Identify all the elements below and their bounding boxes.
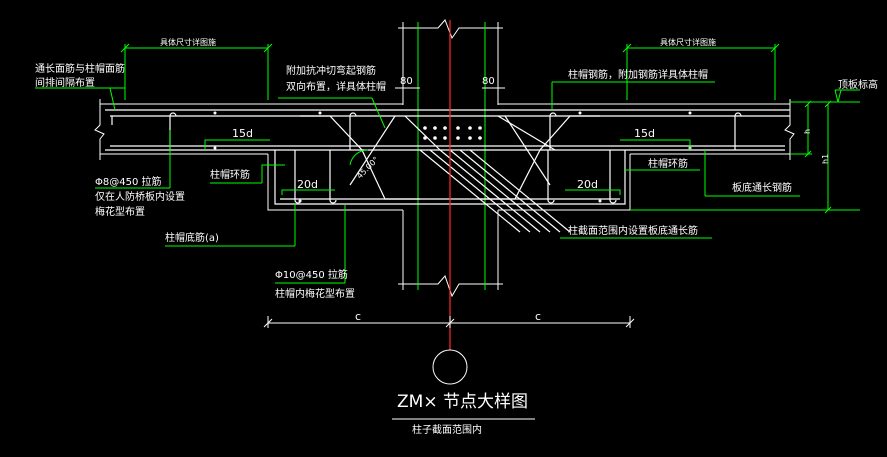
detail-subtitle: 柱子截面范围内 [412, 423, 482, 436]
slab-top-elevation: 顶板标高 [838, 78, 878, 91]
leader-cap-bottom [165, 203, 296, 247]
top-dimension-left [120, 43, 273, 100]
bent-up-bars [300, 115, 600, 200]
leader-tie-b [275, 205, 346, 284]
note-top-bars-1: 通长面筋与柱帽面筋 [35, 62, 125, 75]
note-cap-ring-right: 柱帽环筋 [648, 157, 688, 170]
dim-80-left: 80 [400, 76, 413, 87]
detail-title: ZM× 节点大样图 [397, 392, 528, 412]
note-slab-bottom: 板底通长钢筋 [732, 181, 792, 194]
slab-outline [94, 99, 795, 160]
column-vertical-bars [417, 22, 486, 290]
length-15d-right: 15d [634, 127, 655, 140]
note-tie-a-3: 梅花型布置 [95, 205, 145, 218]
leader-bent-bars [278, 97, 386, 129]
note-tie-b-2: 柱帽内梅花型布置 [275, 287, 355, 300]
column-cap-outline [267, 154, 631, 211]
column-outline [398, 19, 503, 298]
leader-tie-a [95, 130, 171, 189]
anchor-length-marks [204, 139, 691, 195]
note-bent-bars-1: 附加抗冲切弯起钢筋 [286, 64, 376, 77]
tie-hooks [169, 112, 742, 204]
note-tie-a-2: 仅在人防桥板内设置 [95, 190, 185, 203]
note-cap-ring-left: 柱帽环筋 [210, 168, 250, 181]
thickness-dims [630, 100, 860, 214]
top-left-dim-label: 具体尺寸详图施 [160, 37, 216, 47]
dim-h1: h1 [821, 154, 830, 164]
detail-marker-circle [432, 349, 468, 385]
column-diagonal-bars [404, 115, 571, 233]
dim-c-right: c [535, 310, 541, 323]
top-right-dim-label: 具体尺寸详图施 [660, 37, 716, 47]
slab-elevation-mark [790, 89, 860, 103]
dim-c-left: c [355, 310, 361, 323]
leader-cap-ring-left [210, 164, 285, 184]
note-bent-bars-2: 双向布置，详具体柱帽 [286, 80, 386, 93]
note-top-bars-2: 间排间隔布置 [35, 76, 95, 89]
note-cap-bottom: 柱帽底筋(a) [165, 231, 219, 244]
leader-slab-bottom [704, 150, 800, 197]
length-20d-left: 20d [297, 178, 318, 191]
angle-45-label: 45.00° [355, 155, 380, 180]
rebar-dots [213, 111, 692, 203]
leader-left-top [35, 87, 125, 111]
note-tie-b-1: Φ10@450 拉筋 [275, 268, 348, 281]
note-cap-bars: 柱帽钢筋，附加钢筋详具体柱帽 [568, 68, 708, 81]
angle-marker [349, 149, 369, 166]
top-dimension-right [622, 43, 780, 100]
length-20d-right: 20d [577, 178, 598, 191]
dim-h: h [803, 129, 812, 134]
bottom-dimension [263, 316, 635, 328]
leader-right-top [551, 81, 715, 110]
slab-bottom-bars [105, 145, 785, 151]
note-column-bars: 柱截面范围内设置板底通长筋 [568, 224, 698, 237]
dim-80-right: 80 [482, 76, 495, 87]
slab-top-bars [105, 109, 790, 125]
length-15d-left: 15d [232, 127, 253, 140]
note-tie-a-1: Φ8@450 拉筋 [95, 175, 162, 188]
